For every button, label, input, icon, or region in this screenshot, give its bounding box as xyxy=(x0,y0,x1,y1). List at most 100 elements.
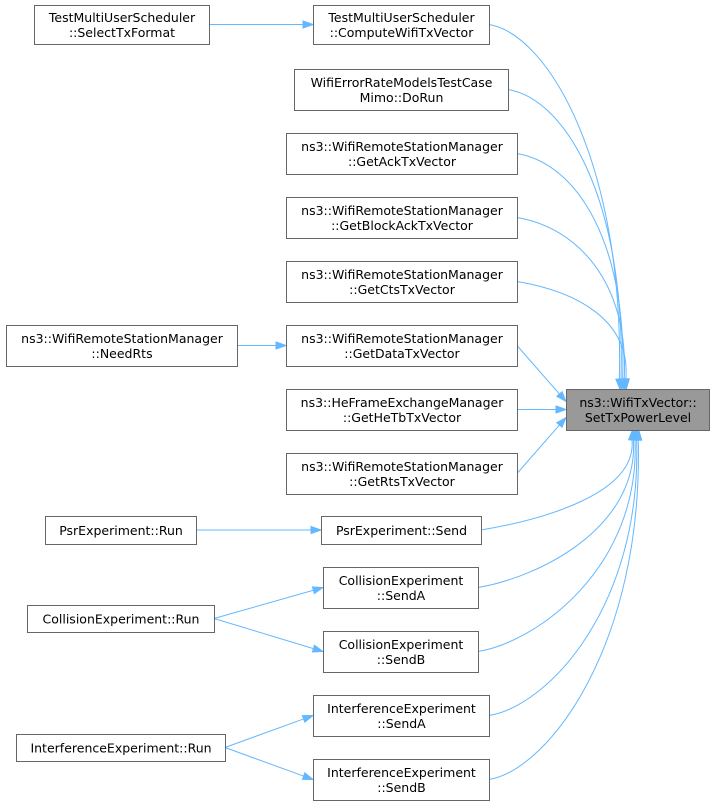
node-box xyxy=(286,133,518,175)
node-label-line: SetTxPowerLevel xyxy=(585,410,691,425)
node-get-rts-tx-vector[interactable]: ns3::WifiRemoteStationManager::GetRtsTxV… xyxy=(286,453,518,495)
node-label-line: InterferenceExperiment xyxy=(327,765,476,780)
node-box xyxy=(27,605,215,633)
node-box xyxy=(16,734,226,762)
node-label-line: ::GetHeTbTxVector xyxy=(343,410,462,425)
node-box xyxy=(313,695,490,737)
node-label-line: ::GetDataTxVector xyxy=(344,346,460,361)
node-label-line: ::SendA xyxy=(377,588,426,603)
node-label-line: ::SendB xyxy=(377,780,425,795)
node-interference-run[interactable]: InterferenceExperiment::Run xyxy=(16,734,226,762)
node-label-line: ::ComputeWifiTxVector xyxy=(330,25,475,40)
node-label-line: ::SelectTxFormat xyxy=(69,25,175,40)
edge-collision-run-to-collision-send-b xyxy=(213,618,314,650)
node-label-line: ::GetRtsTxVector xyxy=(349,474,456,489)
node-box xyxy=(313,759,490,801)
node-get-he-tb-tx-vector[interactable]: ns3::HeFrameExchangeManager::GetHeTbTxVe… xyxy=(286,389,518,431)
edge-psr-send-to-target xyxy=(480,439,633,531)
node-label-line: ns3::WifiRemoteStationManager xyxy=(301,267,504,282)
node-label-line: ns3::WifiRemoteStationManager xyxy=(301,331,504,346)
node-label-line: ns3::HeFrameExchangeManager xyxy=(301,395,505,410)
node-psr-send[interactable]: PsrExperiment::Send xyxy=(321,516,482,545)
edge-arrowhead xyxy=(301,714,315,724)
edge-mimo-do-run-to-target xyxy=(507,89,622,380)
node-label-line: Mimo::DoRun xyxy=(360,90,444,105)
node-box xyxy=(6,325,238,367)
edge-interference-run-to-interference-send-a xyxy=(224,718,304,748)
node-label-line: TestMultiUserScheduler xyxy=(48,10,196,25)
node-box xyxy=(294,69,509,111)
node-box xyxy=(286,325,518,367)
node-compute-wifi-tx-vector[interactable]: TestMultiUserScheduler::ComputeWifiTxVec… xyxy=(313,5,490,45)
edge-get-cts-tx-vector-to-target xyxy=(516,281,627,380)
edge-get-data-tx-vector-to-target xyxy=(516,345,560,395)
node-label-line: CollisionExperiment xyxy=(339,637,464,652)
edge-arrowhead xyxy=(311,644,325,653)
node-box xyxy=(313,5,490,45)
node-label-line: CollisionExperiment xyxy=(339,573,464,588)
node-label-line: ::GetAckTxVector xyxy=(348,154,457,169)
node-label-line: ns3::WifiRemoteStationManager xyxy=(301,459,504,474)
edge-interference-run-to-interference-send-b xyxy=(224,747,304,777)
node-box xyxy=(45,516,197,545)
node-label-line: CollisionExperiment::Run xyxy=(43,612,200,627)
node-get-cts-tx-vector[interactable]: ns3::WifiRemoteStationManager::GetCtsTxV… xyxy=(286,261,518,303)
node-box xyxy=(34,5,210,45)
node-select-tx-format[interactable]: TestMultiUserScheduler::SelectTxFormat xyxy=(34,5,210,45)
node-label-line: ::SendB xyxy=(377,652,425,667)
edge-compute-wifi-tx-vector-to-target xyxy=(488,24,621,380)
node-label-line: ns3::WifiTxVector:: xyxy=(579,395,696,410)
edge-collision-send-b-to-target xyxy=(477,439,636,652)
node-label-line: ns3::WifiRemoteStationManager xyxy=(301,203,504,218)
node-target[interactable]: ns3::WifiTxVector::SetTxPowerLevel xyxy=(566,389,710,431)
node-label-line: ::NeedRts xyxy=(91,346,152,361)
node-interference-send-a[interactable]: InterferenceExperiment::SendA xyxy=(313,695,490,737)
edge-collision-send-a-to-target xyxy=(477,439,634,588)
edge-get-ack-tx-vector-to-target xyxy=(516,153,624,380)
node-label-line: InterferenceExperiment::Run xyxy=(30,741,211,756)
node-box xyxy=(286,197,518,239)
node-label-line: ns3::WifiRemoteStationManager xyxy=(21,331,224,346)
node-box xyxy=(286,261,518,303)
edge-arrowhead xyxy=(301,771,315,781)
node-psr-run[interactable]: PsrExperiment::Run xyxy=(45,516,197,545)
node-label-line: WifiErrorRateModelsTestCase xyxy=(311,75,493,90)
node-get-data-tx-vector[interactable]: ns3::WifiRemoteStationManager::GetDataTx… xyxy=(286,325,518,367)
edge-arrowhead xyxy=(310,525,323,535)
edge-interference-send-b-to-target xyxy=(488,439,639,780)
node-label-line: InterferenceExperiment xyxy=(327,701,476,716)
node-collision-send-b[interactable]: CollisionExperiment::SendB xyxy=(323,631,479,673)
node-label-line: PsrExperiment::Send xyxy=(336,523,467,538)
node-interference-send-b[interactable]: InterferenceExperiment::SendB xyxy=(313,759,490,801)
node-box xyxy=(566,389,710,431)
edge-arrowhead xyxy=(302,20,315,29)
nodes-layer: ns3::WifiTxVector::SetTxPowerLevel TestMu… xyxy=(6,5,710,801)
edge-arrowhead xyxy=(634,428,643,441)
edge-arrowhead xyxy=(311,586,325,595)
edge-arrowhead xyxy=(555,416,567,429)
node-collision-send-a[interactable]: CollisionExperiment::SendA xyxy=(323,567,479,609)
edges-layer xyxy=(196,20,643,781)
edge-arrowhead xyxy=(275,341,288,350)
node-get-ack-tx-vector[interactable]: ns3::WifiRemoteStationManager::GetAckTxV… xyxy=(286,133,518,175)
edge-arrowhead xyxy=(555,405,568,414)
node-need-rts[interactable]: ns3::WifiRemoteStationManager::NeedRts xyxy=(6,325,238,367)
node-box xyxy=(286,389,518,431)
node-box xyxy=(321,516,482,545)
edge-arrowhead xyxy=(621,378,630,391)
node-label-line: ::GetBlockAckTxVector xyxy=(331,218,474,233)
node-label-line: ns3::WifiRemoteStationManager xyxy=(301,139,504,154)
node-box xyxy=(323,567,479,609)
node-get-block-ack-tx-vector[interactable]: ns3::WifiRemoteStationManager::GetBlockA… xyxy=(286,197,518,239)
node-box xyxy=(286,453,518,495)
edge-collision-run-to-collision-send-a xyxy=(213,589,314,619)
node-label-line: ::GetCtsTxVector xyxy=(349,282,456,297)
edge-interference-send-a-to-target xyxy=(488,439,638,716)
node-label-line: ::SendA xyxy=(377,716,426,731)
edge-arrowhead xyxy=(555,390,567,403)
node-box xyxy=(323,631,479,673)
node-collision-run[interactable]: CollisionExperiment::Run xyxy=(27,605,215,633)
node-label-line: PsrExperiment::Run xyxy=(59,523,183,538)
